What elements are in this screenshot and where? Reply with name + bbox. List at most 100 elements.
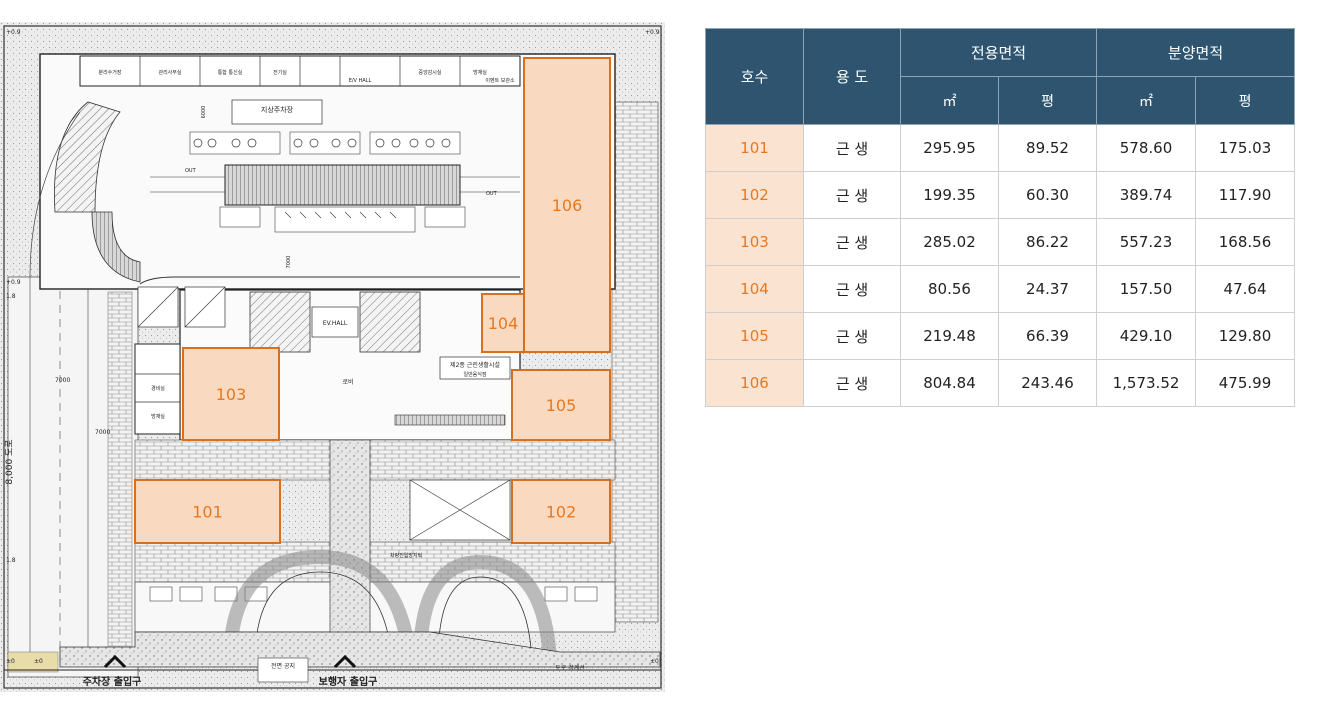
header-exclusive-area: 전용면적 bbox=[899, 28, 1098, 77]
level-1-8-a: 1.8 bbox=[6, 293, 16, 300]
unit-use: 근 생 bbox=[803, 265, 901, 313]
unit-number: 102 bbox=[705, 171, 804, 219]
level-zero-b: ±0 bbox=[34, 658, 43, 665]
svg-text:관리사무실: 관리사무실 bbox=[158, 69, 181, 76]
sale-sqm: 578.60 bbox=[1096, 124, 1197, 172]
parking-entrance-label[interactable]: 주차장 출입구 bbox=[83, 675, 142, 688]
unit-106-block[interactable] bbox=[523, 57, 611, 353]
level-top-right: +0.9 bbox=[645, 29, 660, 36]
exclusive-sqm: 295.95 bbox=[900, 124, 999, 172]
ev-hall-top-label: E/V HALL bbox=[349, 78, 372, 84]
table-header-row-1: 호수 용 도 전용면적 분양면적 bbox=[705, 28, 1296, 125]
level-mid-left: +0.9 bbox=[6, 279, 21, 286]
right-paving bbox=[611, 101, 659, 623]
table-row: 102 근 생 199.35 60.30 389.74 117.90 bbox=[705, 171, 1296, 219]
svg-text:방재실: 방재실 bbox=[473, 69, 487, 76]
sale-sqm: 1,573.52 bbox=[1096, 359, 1197, 407]
sale-pyeong: 175.03 bbox=[1195, 124, 1296, 172]
sale-sqm: 557.23 bbox=[1096, 218, 1197, 266]
header-use: 용 도 bbox=[803, 28, 901, 125]
dim-7000-label-b: 7000 bbox=[55, 377, 70, 384]
table-row: 104 근 생 80.56 24.37 157.50 47.64 bbox=[705, 265, 1296, 313]
unit-101-block[interactable] bbox=[134, 479, 281, 544]
unit-number: 104 bbox=[705, 265, 804, 313]
unit-number: 105 bbox=[705, 312, 804, 360]
unit-use: 근 생 bbox=[803, 171, 901, 219]
unit-area-table: 호수 용 도 전용면적 분양면적 ㎡ 평 ㎡ 평 101 근 생 295.95 … bbox=[705, 28, 1296, 407]
sale-pyeong: 168.56 bbox=[1195, 218, 1296, 266]
table-row: 105 근 생 219.48 66.39 429.10 129.80 bbox=[705, 312, 1296, 360]
exclusive-sqm: 80.56 bbox=[900, 265, 999, 313]
unit-101-label: 101 bbox=[192, 503, 223, 522]
out-label-2: OUT bbox=[486, 191, 498, 197]
exclusive-pyeong: 60.30 bbox=[997, 171, 1098, 219]
front-paving bbox=[134, 439, 616, 481]
header-sale-pyeong: 평 bbox=[1195, 76, 1296, 125]
exclusive-sqm: 285.02 bbox=[900, 218, 999, 266]
unit-use: 근 생 bbox=[803, 359, 901, 407]
shuttle-label: 차량진입방지턱 bbox=[390, 552, 422, 559]
header-sale-sqm: ㎡ bbox=[1096, 76, 1197, 125]
table-row: 103 근 생 285.02 86.22 557.23 168.56 bbox=[705, 218, 1296, 266]
svg-text:이벤트 보관소: 이벤트 보관소 bbox=[485, 77, 515, 84]
svg-text:전기실: 전기실 bbox=[273, 69, 287, 76]
unit-103-block[interactable] bbox=[182, 347, 280, 441]
sale-sqm: 157.50 bbox=[1096, 265, 1197, 313]
header-unit: 호수 bbox=[705, 28, 804, 125]
sale-pyeong: 47.64 bbox=[1195, 265, 1296, 313]
sale-sqm: 429.10 bbox=[1096, 312, 1197, 360]
level-zero-a: ±0 bbox=[6, 658, 15, 665]
dim-7000-label-c: 7000 bbox=[95, 429, 110, 436]
facility-label: 제2종 근린생활시설 bbox=[450, 361, 500, 369]
unit-number: 101 bbox=[705, 124, 804, 172]
public-notice-label: 전면 공지 bbox=[271, 662, 295, 670]
unit-105-label: 105 bbox=[546, 396, 577, 415]
floor-plan: 분리수거장 관리사무실 통합 통신실 전기실 중앙감시실 방재실 이벤트 보관소… bbox=[0, 22, 665, 692]
svg-text:분리수거장: 분리수거장 bbox=[98, 69, 121, 76]
unit-blocks: 101 102 103 104 105 106 bbox=[134, 57, 611, 544]
level-top-left: +0.9 bbox=[6, 29, 21, 36]
unit-106-label: 106 bbox=[552, 196, 583, 215]
out-label-1: OUT bbox=[185, 168, 197, 174]
facility-sub-label: 일반음식점 bbox=[463, 371, 486, 378]
central-ramp bbox=[224, 164, 461, 206]
svg-text:중앙감시실: 중앙감시실 bbox=[418, 69, 441, 76]
exclusive-pyeong: 89.52 bbox=[997, 124, 1098, 172]
exclusive-sqm: 804.84 bbox=[900, 359, 999, 407]
header-sale-area: 분양면적 bbox=[1096, 28, 1296, 77]
level-1-8-b: 1.8 bbox=[6, 557, 16, 564]
unit-number: 106 bbox=[705, 359, 804, 407]
svg-text:통합 통신실: 통합 통신실 bbox=[218, 69, 243, 76]
unit-104-label: 104 bbox=[488, 314, 519, 333]
unit-102-block[interactable] bbox=[511, 479, 611, 544]
unit-102-label: 102 bbox=[546, 503, 577, 522]
header-exclusive-pyeong: 평 bbox=[997, 76, 1098, 125]
sale-pyeong: 117.90 bbox=[1195, 171, 1296, 219]
table-row: 106 근 생 804.84 243.46 1,573.52 475.99 bbox=[705, 359, 1296, 407]
unit-use: 근 생 bbox=[803, 124, 901, 172]
sale-sqm: 389.74 bbox=[1096, 171, 1197, 219]
pedestrian-entrance-label[interactable]: 보행자 출입구 bbox=[319, 675, 378, 688]
header-exclusive-sqm: ㎡ bbox=[900, 76, 999, 125]
security-room-label: 경비실 bbox=[151, 385, 165, 392]
unit-105-block[interactable] bbox=[511, 369, 611, 441]
table-row: 101 근 생 295.95 89.52 578.60 175.03 bbox=[705, 124, 1296, 172]
sale-pyeong: 475.99 bbox=[1195, 359, 1296, 407]
unit-use: 근 생 bbox=[803, 312, 901, 360]
ev-hall-label: EV.HALL bbox=[323, 320, 348, 327]
lobby-label: 로비 bbox=[342, 378, 353, 386]
unit-103-label: 103 bbox=[216, 385, 247, 404]
disaster-room-label: 방재실 bbox=[151, 413, 165, 420]
dim-7000-label-a: 7000 bbox=[286, 256, 292, 269]
road-boundary-label: 도로 경계선 bbox=[555, 664, 585, 672]
exclusive-sqm: 219.48 bbox=[900, 312, 999, 360]
exclusive-pyeong: 66.39 bbox=[997, 312, 1098, 360]
exclusive-pyeong: 24.37 bbox=[997, 265, 1098, 313]
sale-pyeong: 129.80 bbox=[1195, 312, 1296, 360]
floor-plan-drawing: 분리수거장 관리사무실 통합 통신실 전기실 중앙감시실 방재실 이벤트 보관소… bbox=[0, 22, 665, 692]
unit-use: 근 생 bbox=[803, 218, 901, 266]
exclusive-sqm: 199.35 bbox=[900, 171, 999, 219]
exclusive-pyeong: 243.46 bbox=[997, 359, 1098, 407]
parking-lot-label: 지상주차장 bbox=[261, 105, 294, 114]
road-width-label: 8,000 도로 bbox=[5, 439, 15, 484]
